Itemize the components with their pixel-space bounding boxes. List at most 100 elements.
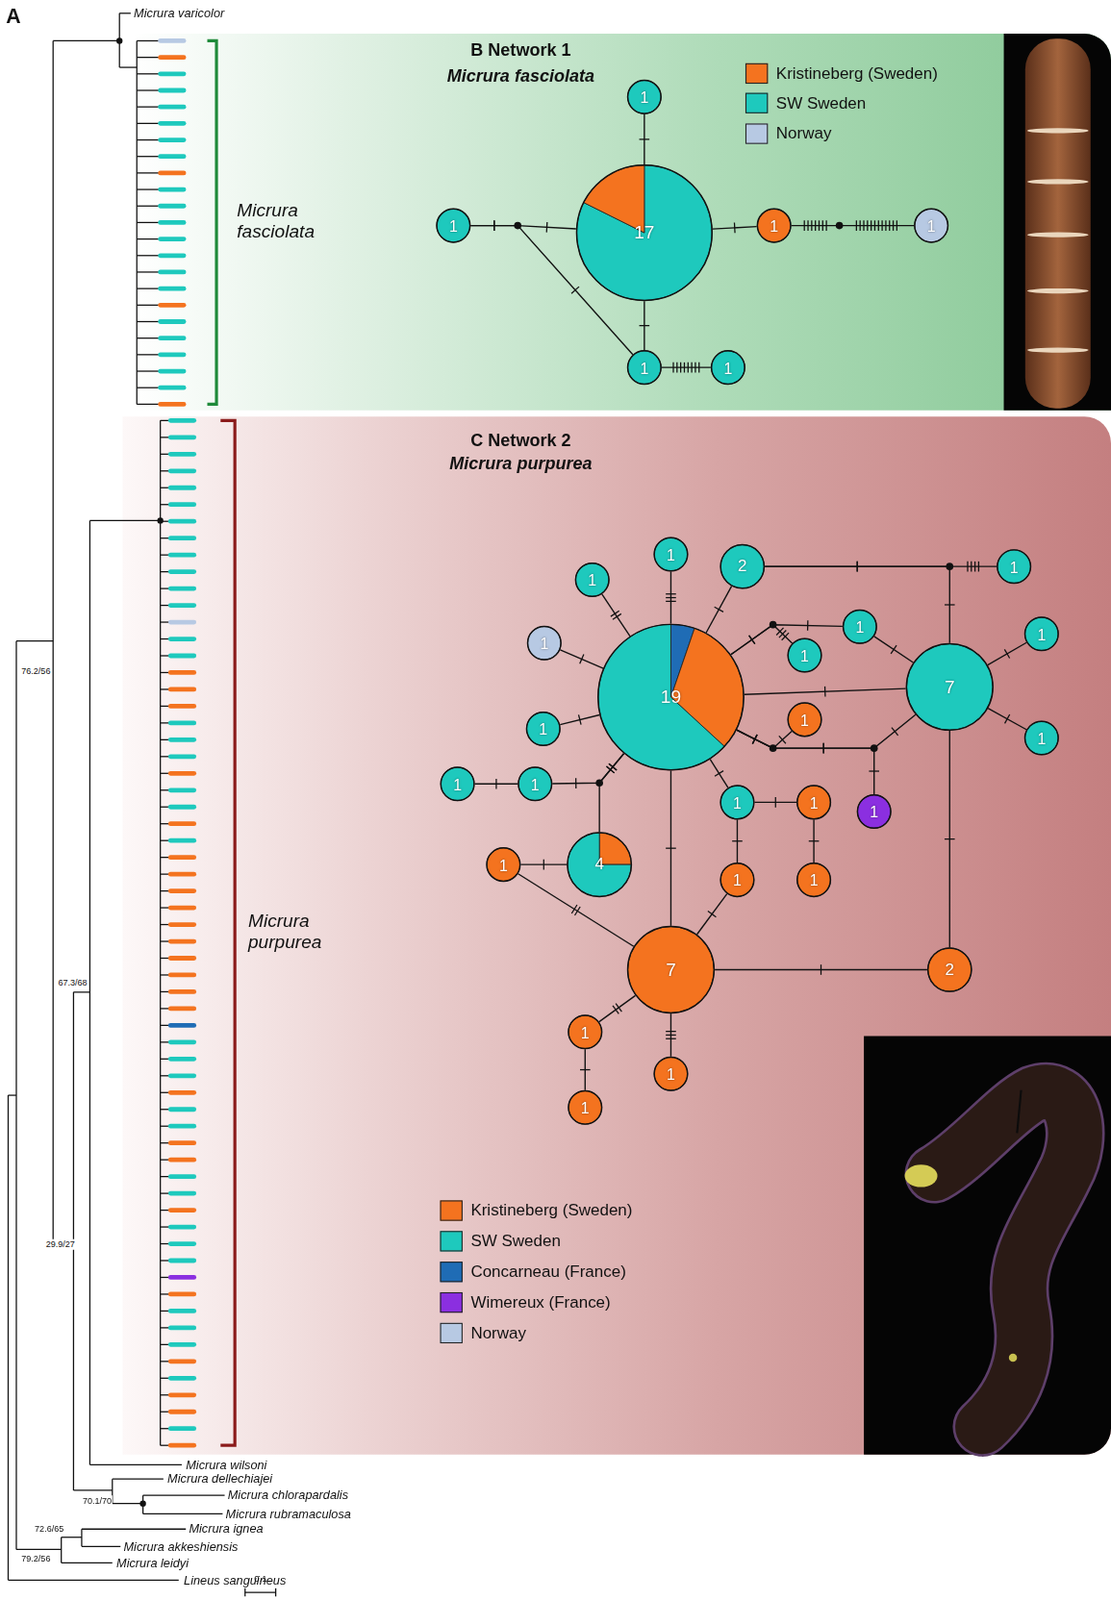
mutation-tick: [870, 220, 872, 231]
mutation-tick: [896, 220, 898, 231]
network-title: Micrura purpurea: [316, 453, 726, 476]
circle-outline: [787, 638, 822, 673]
haplotype-circle: 1: [913, 208, 949, 244]
tip-bar: [160, 303, 184, 308]
circle-outline: [906, 644, 993, 732]
tree-branch: [80, 1529, 82, 1547]
pie-slice: [857, 795, 891, 830]
tip-bar: [160, 88, 184, 94]
mutation-tick: [546, 222, 549, 233]
tree-branch: [160, 991, 171, 993]
mutation-tick: [978, 561, 980, 573]
photo-background: [863, 1036, 1111, 1456]
network-link: [470, 226, 632, 355]
tree-branch: [160, 1176, 171, 1178]
tree-branch: [136, 304, 159, 306]
circle-outline: [654, 537, 688, 572]
circle-outline: [928, 948, 972, 992]
node-dot: [139, 1501, 146, 1508]
haplotype-count: 1: [539, 635, 549, 652]
mutation-tick: [891, 728, 899, 736]
pie-slice: [797, 863, 832, 898]
tip-bar: [160, 319, 184, 325]
mutation-tick: [868, 770, 880, 772]
tree-branch: [160, 470, 171, 472]
tree-branch: [160, 1277, 171, 1279]
tree-branch: [89, 1464, 182, 1466]
tip-bar: [170, 1342, 194, 1348]
tip-bar: [170, 1090, 194, 1096]
tip-bar: [170, 922, 194, 928]
haplotype-count: 1: [639, 89, 649, 105]
tip-bar: [170, 720, 194, 726]
haplotype-count: 1: [453, 776, 462, 792]
circle-outline: [576, 165, 712, 302]
mutation-tick: [680, 362, 682, 374]
taxon-name: Micrura rubramaculosa: [226, 1507, 352, 1522]
mutation-tick: [665, 848, 677, 850]
tree-branch: [136, 288, 159, 290]
mutation-tick: [888, 220, 890, 231]
worm-head: [905, 1164, 938, 1187]
tree-branch: [136, 139, 159, 141]
network-link: [736, 730, 875, 795]
legend-label: SW Sweden: [470, 1231, 560, 1252]
pie-slice: [928, 948, 972, 992]
tip-bar: [160, 402, 184, 407]
support-value: 76.2/56: [20, 665, 51, 677]
network-title: Micrura fasciolata: [316, 65, 726, 88]
tip-bar: [160, 369, 184, 375]
mutation-tick: [1005, 714, 1010, 724]
tip-bar: [170, 1174, 194, 1180]
tree-branch: [160, 1126, 171, 1128]
tip-bar: [170, 1410, 194, 1415]
tree-branch: [160, 958, 171, 960]
network-link: [731, 625, 793, 656]
mutation-tick: [974, 561, 976, 573]
network-link: [731, 625, 843, 656]
pie-slice: [787, 638, 822, 673]
tree-branch: [160, 773, 171, 775]
legend-label: Norway: [776, 123, 833, 144]
haplotype-circle: 2: [719, 544, 765, 590]
tip-bar: [170, 1309, 194, 1314]
pie-slice: [914, 208, 949, 243]
pie-slice: [906, 644, 993, 732]
tip-bar: [160, 270, 184, 276]
tree-branch: [136, 387, 159, 389]
tree-branch: [136, 353, 159, 355]
taxon-name: Micrura wilsoni: [185, 1458, 267, 1473]
tree-branch: [160, 789, 171, 791]
median-vector: [595, 779, 604, 787]
haplotype-circle: 1: [757, 208, 792, 244]
haplotype-count: 1: [449, 218, 458, 234]
worm-spot: [1009, 1354, 1017, 1363]
circle-outline: [436, 208, 471, 243]
circle-outline: [628, 80, 662, 115]
tree-branch: [275, 1589, 277, 1597]
tree-branch: [81, 1546, 121, 1548]
mutation-tick: [749, 635, 756, 645]
haplotype-count: 1: [769, 218, 779, 234]
tree-nodes: [116, 37, 164, 1508]
tree-branch: [73, 1489, 112, 1491]
tip-bar: [170, 888, 194, 894]
circle-outline: [526, 712, 560, 747]
tip-bar: [170, 787, 194, 793]
tree-branch: [136, 271, 159, 273]
mutation-tick: [575, 778, 577, 789]
mutation-tick: [676, 362, 678, 374]
tree-branch: [159, 420, 161, 1446]
mutation-tick: [580, 655, 584, 665]
mutation-tick: [690, 362, 692, 374]
haplotype-count: 1: [639, 359, 649, 376]
tip-bar: [170, 1376, 194, 1382]
tip-bar: [170, 838, 194, 844]
tree-branch: [160, 571, 171, 573]
mutation-tick: [823, 743, 825, 755]
tree-branch: [143, 1514, 224, 1515]
haplotype-circle: 1: [567, 1090, 603, 1126]
tree-branch: [160, 1260, 171, 1262]
legend-swatch: [440, 1292, 463, 1313]
worm-photo: [934, 1092, 1075, 1428]
